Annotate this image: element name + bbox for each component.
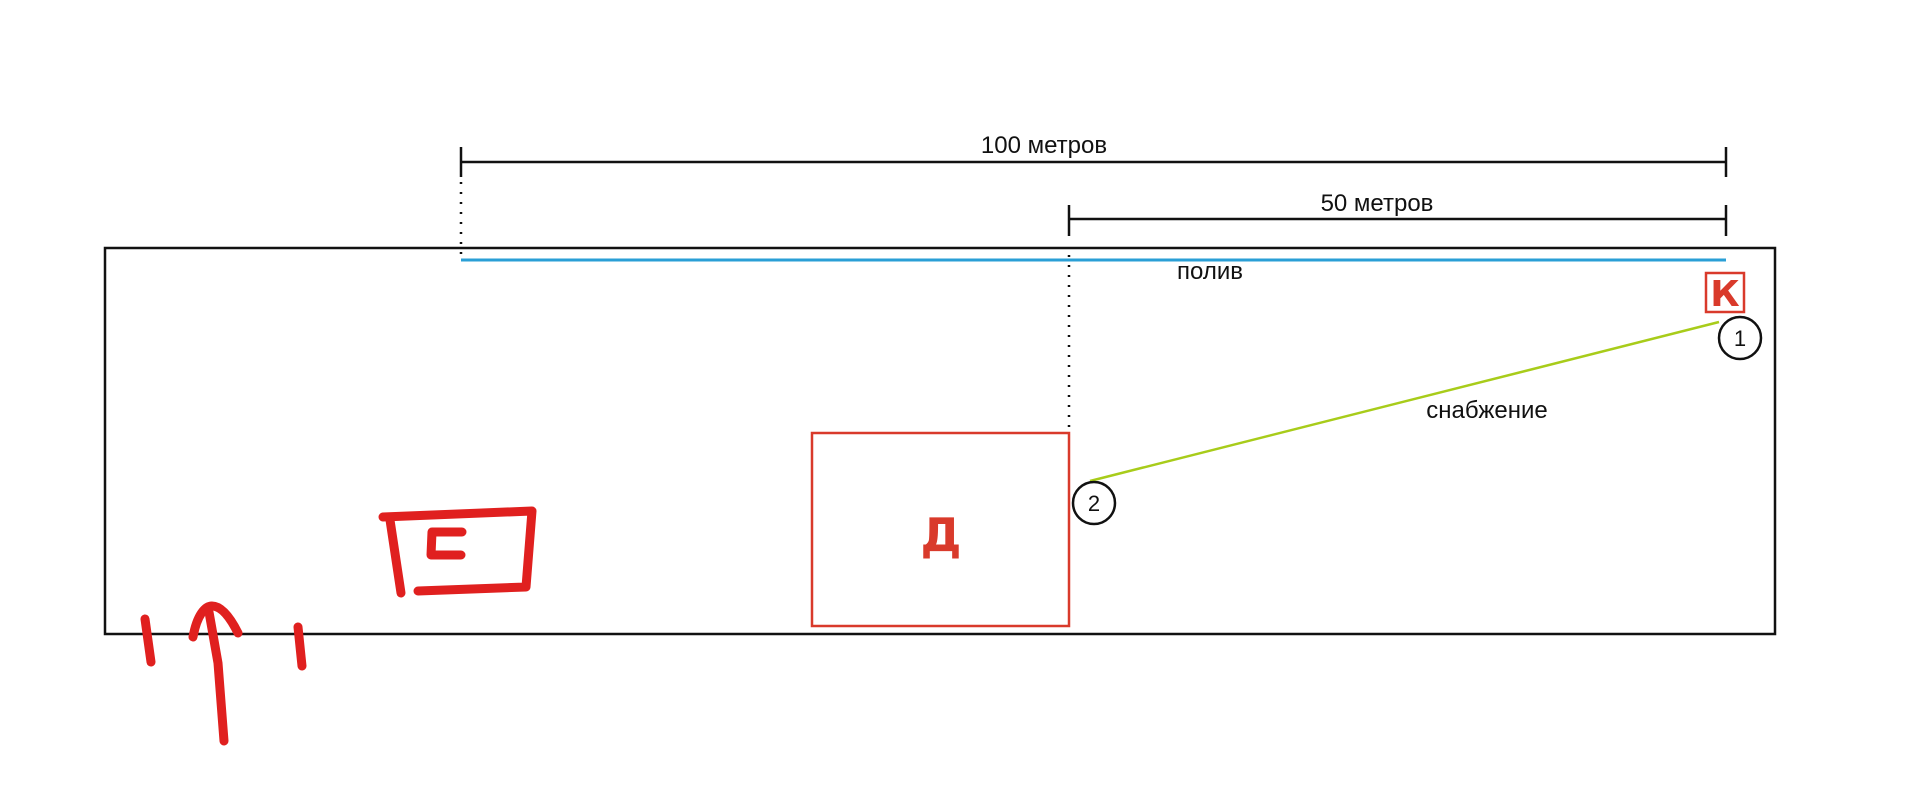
dimension-50m-label: 50 метров [1321, 190, 1434, 217]
plot-boundary [103, 246, 1777, 636]
k-label: К [1710, 274, 1739, 315]
house-label: Д [921, 508, 962, 562]
supply-line [1089, 320, 1720, 483]
house-building: Д [810, 431, 1071, 628]
irrigation-label: полив [1177, 258, 1243, 285]
supply-label: снабжение [1426, 397, 1548, 424]
dimension-100m: 100 метров [459, 132, 1728, 257]
k-structure: К [1704, 271, 1746, 315]
point-1-marker: 1 [1717, 315, 1763, 361]
point-2-label: 2 [1088, 491, 1100, 516]
dimension-50m: 50 метров [1067, 190, 1728, 428]
gate-icon [378, 506, 537, 598]
dimension-100m-label: 100 метров [981, 132, 1107, 159]
entrance-arrow-icon [140, 601, 307, 746]
point-1-label: 1 [1734, 326, 1746, 351]
point-2-marker: 2 [1071, 480, 1117, 526]
